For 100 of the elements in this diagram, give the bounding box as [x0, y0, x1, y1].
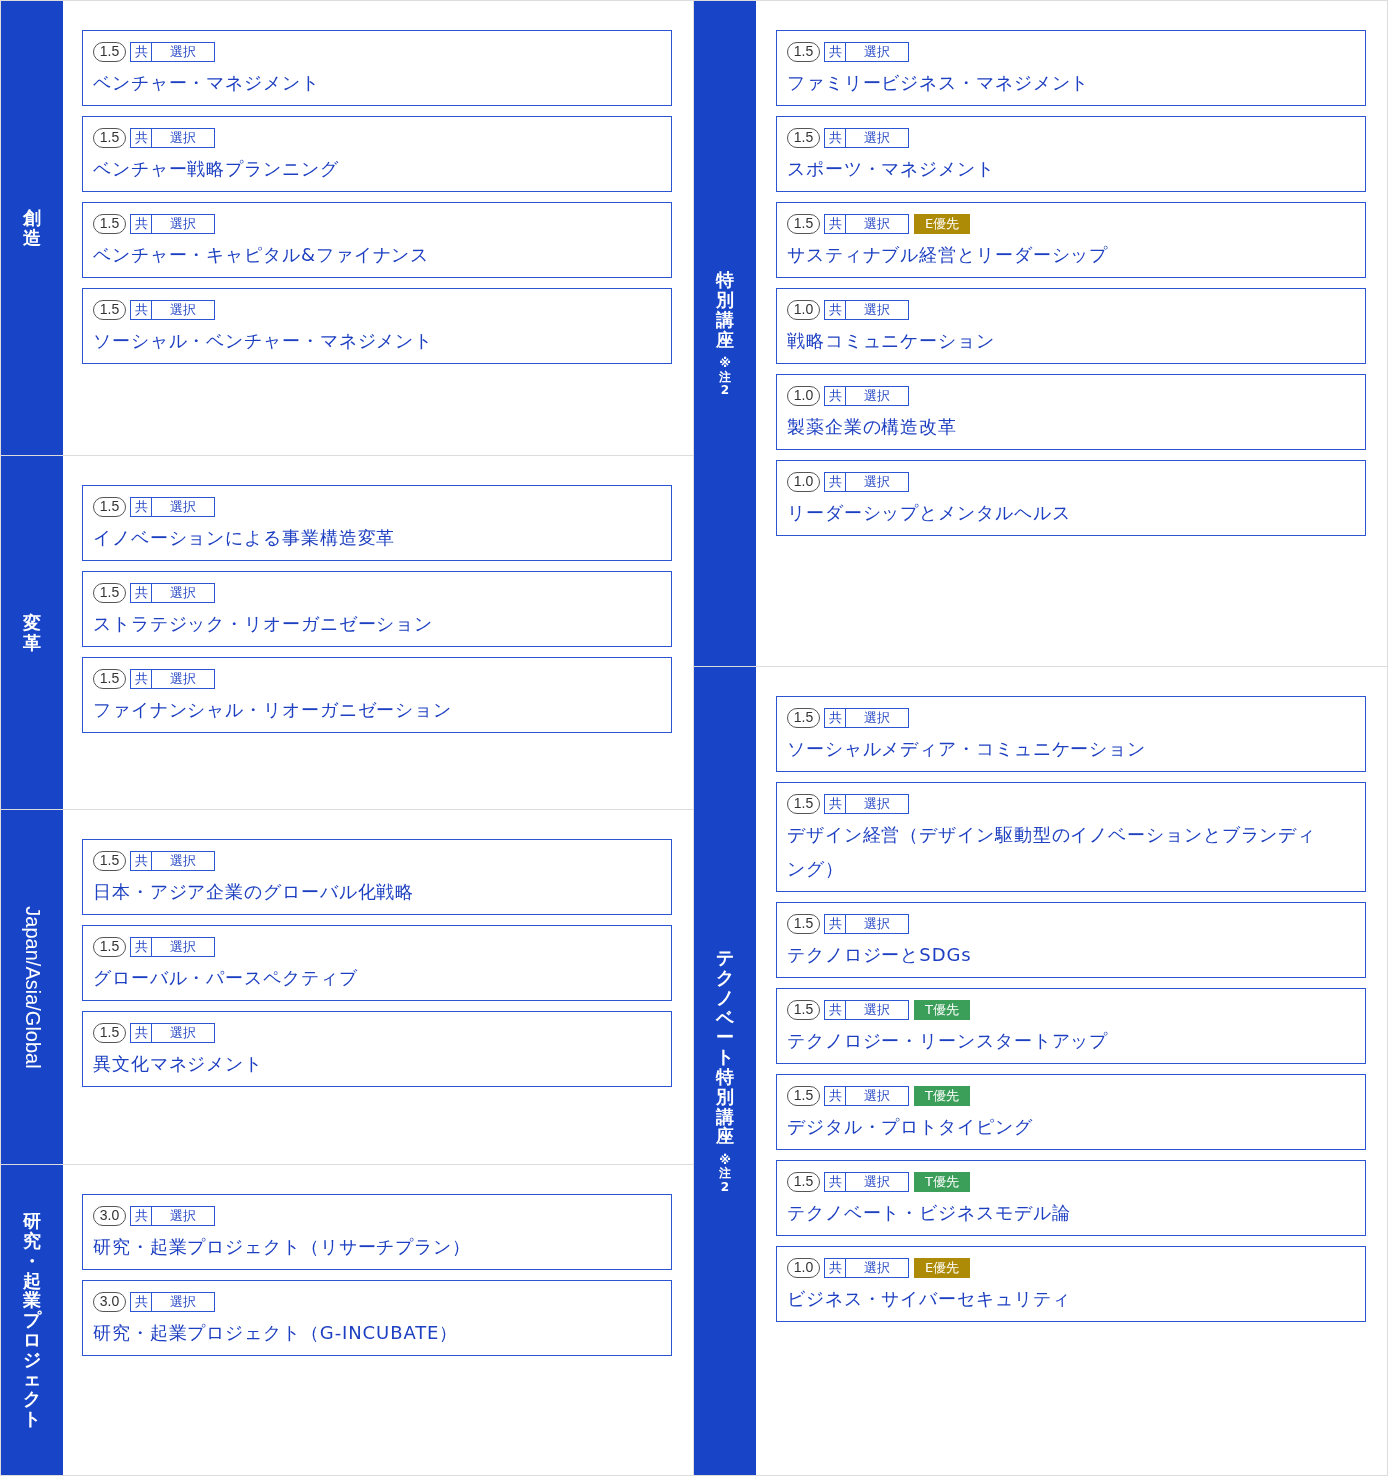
common-tag: 共 [130, 1022, 152, 1043]
common-tag: 共 [824, 385, 846, 406]
common-tag: 共 [130, 1205, 152, 1226]
course-title: ベンチャー・キャピタル&ファイナンス [93, 243, 431, 267]
elective-tag: 選択 [152, 582, 215, 603]
course-title: ストラテジック・リオーガニゼーション [93, 612, 435, 636]
common-tag: 共 [130, 299, 152, 320]
elective-tag: 選択 [152, 41, 215, 62]
course-title: テクノロジー・リーンスタートアップ [787, 1029, 1110, 1053]
course-card [82, 288, 672, 364]
course-card [776, 1160, 1366, 1236]
course-card [82, 839, 672, 915]
course-title: デザイン経営（デザイン駆動型のイノベーションとブランディング） [787, 823, 1318, 881]
common-tag: 共 [824, 471, 846, 492]
elective-tag: 選択 [152, 1205, 215, 1226]
common-tag: 共 [824, 1085, 846, 1106]
course-card [776, 988, 1366, 1064]
course-card [82, 485, 672, 561]
category-row [693, 0, 1388, 667]
course-title: ファミリービジネス・マネジメント [787, 71, 1091, 95]
common-tag: 共 [824, 793, 846, 814]
category-label: 変革 [23, 612, 41, 653]
course-card [776, 202, 1366, 278]
common-tag: 共 [824, 707, 846, 728]
elective-tag: 選択 [152, 936, 215, 957]
common-tag: 共 [130, 213, 152, 234]
category-label: 特別講座 [716, 270, 734, 350]
course-title: ベンチャー・マネジメント [93, 71, 321, 95]
course-card [776, 1074, 1366, 1150]
course-title: イノベーションによる事業構造変革 [93, 526, 397, 550]
common-tag: 共 [130, 41, 152, 62]
elective-tag: 選択 [152, 299, 215, 320]
common-tag: 共 [824, 41, 846, 62]
priority-tag: E優先 [914, 213, 970, 234]
elective-tag: 選択 [846, 913, 909, 934]
course-card [776, 1246, 1366, 1322]
common-tag: 共 [824, 1257, 846, 1278]
course-title: 異文化マネジメント [93, 1052, 265, 1076]
common-tag: 共 [824, 999, 846, 1020]
course-title: テクノベート・ビジネスモデル論 [787, 1201, 1072, 1225]
course-card [776, 288, 1366, 364]
course-card [82, 1280, 672, 1356]
course-card [776, 696, 1366, 772]
priority-tag: T優先 [914, 1171, 970, 1192]
elective-tag: 選択 [152, 850, 215, 871]
course-card [82, 571, 672, 647]
course-title: ソーシャル・ベンチャー・マネジメント [93, 329, 435, 353]
course-card [776, 782, 1366, 892]
elective-tag: 選択 [846, 999, 909, 1020]
elective-tag: 選択 [846, 707, 909, 728]
category-label: 研究・起業プロジェクト [23, 1211, 41, 1429]
course-card [82, 30, 672, 106]
course-title: テクノロジーとSDGs [787, 943, 973, 967]
elective-tag: 選択 [846, 471, 909, 492]
course-title: ファイナンシャル・リオーガニゼーション [93, 698, 454, 722]
common-tag: 共 [824, 1171, 846, 1192]
course-card [82, 1011, 672, 1087]
elective-tag: 選択 [846, 213, 909, 234]
course-card [82, 657, 672, 733]
priority-tag: T優先 [914, 1085, 970, 1106]
common-tag: 共 [824, 913, 846, 934]
elective-tag: 選択 [846, 1085, 909, 1106]
course-title: サスティナブル経営とリーダーシップ [787, 243, 1110, 267]
common-tag: 共 [130, 1291, 152, 1312]
priority-tag: E優先 [914, 1257, 970, 1278]
category-label: 創造 [23, 208, 41, 248]
elective-tag: 選択 [846, 127, 909, 148]
course-title: リーダーシップとメンタルヘルス [787, 501, 1072, 525]
elective-tag: 選択 [846, 1171, 909, 1192]
common-tag: 共 [130, 582, 152, 603]
course-card [82, 1194, 672, 1270]
elective-tag: 選択 [846, 385, 909, 406]
elective-tag: 選択 [846, 299, 909, 320]
course-title: グローバル・パースペクティブ [93, 966, 359, 990]
priority-tag: T優先 [914, 999, 970, 1020]
elective-tag: 選択 [152, 1291, 215, 1312]
course-title: ビジネス・サイバーセキュリティ [787, 1287, 1072, 1311]
course-title: デジタル・プロトタイピング [787, 1115, 1034, 1139]
common-tag: 共 [824, 127, 846, 148]
course-title: 日本・アジア企業のグローバル化戦略 [93, 880, 416, 904]
common-tag: 共 [130, 850, 152, 871]
elective-tag: 選択 [152, 668, 215, 689]
elective-tag: 選択 [846, 793, 909, 814]
elective-tag: 選択 [846, 41, 909, 62]
course-card [82, 202, 672, 278]
course-card [776, 460, 1366, 536]
course-card [776, 902, 1366, 978]
common-tag: 共 [824, 213, 846, 234]
category-row [0, 0, 694, 456]
course-card [82, 925, 672, 1001]
common-tag: 共 [130, 668, 152, 689]
elective-tag: 選択 [152, 127, 215, 148]
course-card [776, 116, 1366, 192]
category-label: テクノベート特別講座 [716, 948, 734, 1147]
category-row [0, 1164, 694, 1476]
course-title: 製薬企業の構造改革 [787, 415, 959, 439]
footnote-mark: ※注2 [719, 357, 731, 397]
course-title: 研究・起業プロジェクト（G-INCUBATE） [93, 1321, 460, 1345]
category-label: Japan/Asia/Global [20, 905, 44, 1069]
elective-tag: 選択 [152, 1022, 215, 1043]
